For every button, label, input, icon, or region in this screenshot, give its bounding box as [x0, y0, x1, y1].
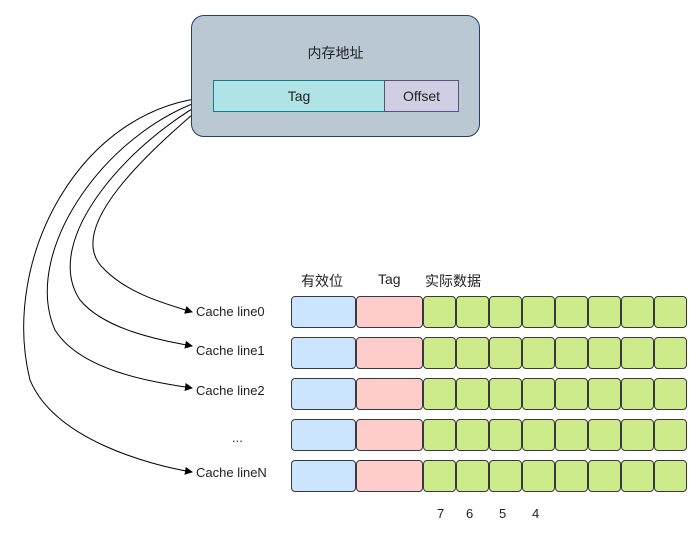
arrow-line0 [92, 96, 214, 314]
cache-line-label: Cache line2 [196, 383, 265, 398]
bit-label: 4 [532, 506, 540, 521]
valid-bit-cell [291, 419, 356, 451]
data-cell [588, 296, 621, 328]
data-cell [423, 337, 456, 369]
data-cell [654, 378, 687, 410]
data-cell [621, 378, 654, 410]
cache-line-label: ... [232, 430, 243, 445]
cache-line-label: Cache line0 [196, 304, 265, 319]
data-cell [522, 378, 555, 410]
data-cell [489, 378, 522, 410]
arrow-lineN [23, 96, 214, 475]
valid-bit-cell [291, 337, 356, 369]
data-cell [621, 337, 654, 369]
data-cell [588, 378, 621, 410]
data-cell [489, 337, 522, 369]
data-cell [456, 337, 489, 369]
data-cell [621, 419, 654, 451]
address-offset-label: Offset [402, 88, 441, 104]
header-valid: 有效位 [301, 273, 343, 289]
data-cell [555, 378, 588, 410]
valid-bit-cell [291, 296, 356, 328]
data-cell [555, 419, 588, 451]
data-cell [555, 296, 588, 328]
data-cell [588, 419, 621, 451]
data-cell [588, 337, 621, 369]
data-cell [489, 296, 522, 328]
tag-cell [356, 419, 423, 451]
data-cell [522, 337, 555, 369]
memory-address-title: 内存地址 [307, 45, 364, 61]
data-cell [522, 460, 555, 492]
data-cell [456, 460, 489, 492]
data-cell [423, 378, 456, 410]
arrow-line2 [46, 96, 214, 391]
tag-cell [356, 296, 423, 328]
arrow-line1 [69, 96, 214, 349]
data-cell [555, 337, 588, 369]
data-cell [621, 296, 654, 328]
data-cell [489, 460, 522, 492]
tag-cell [356, 378, 423, 410]
data-cell [423, 460, 456, 492]
bit-label: 5 [499, 506, 507, 521]
bit-label: 7 [437, 506, 445, 521]
valid-bit-cell [291, 378, 356, 410]
address-offset-field: Offset [384, 80, 459, 112]
data-cell [654, 460, 687, 492]
header-tag: Tag [378, 271, 401, 287]
data-cell [654, 419, 687, 451]
data-cell [489, 419, 522, 451]
tag-cell [356, 337, 423, 369]
data-cell [654, 296, 687, 328]
cropped-area [540, 493, 698, 537]
address-tag-label: Tag [287, 88, 311, 104]
data-cell [522, 419, 555, 451]
data-cell [588, 460, 621, 492]
data-cell [423, 296, 456, 328]
cache-line-label: Cache line1 [196, 343, 265, 358]
data-cell [456, 419, 489, 451]
header-data: 实际数据 [425, 273, 481, 289]
bit-label: 6 [466, 506, 474, 521]
valid-bit-cell [291, 460, 356, 492]
data-cell [456, 296, 489, 328]
data-cell [555, 460, 588, 492]
memory-address-box: 内存地址 [191, 15, 480, 137]
data-cell [456, 378, 489, 410]
data-cell [423, 419, 456, 451]
data-cell [621, 460, 654, 492]
cache-line-label: Cache lineN [196, 465, 267, 480]
data-cell [522, 296, 555, 328]
tag-cell [356, 460, 423, 492]
data-cell [654, 337, 687, 369]
address-tag-field: Tag [213, 80, 385, 112]
